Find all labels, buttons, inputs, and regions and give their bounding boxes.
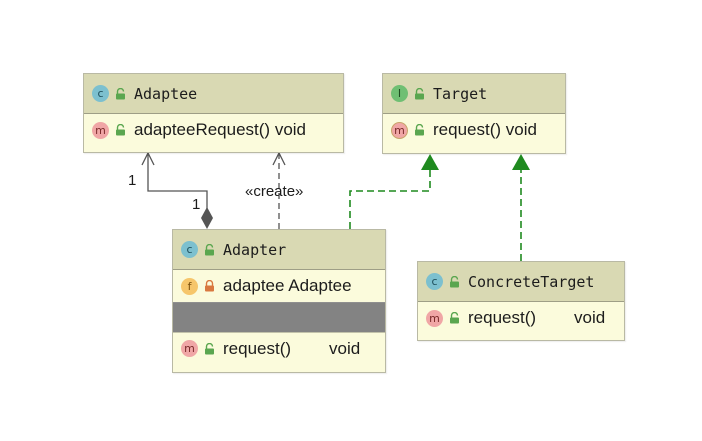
class-header: c Adaptee <box>84 74 343 114</box>
class-box-adaptee[interactable]: c Adaptee m adapteeRequest() void <box>83 73 344 153</box>
method-row: m adapteeRequest() void <box>84 114 343 146</box>
composition-edge <box>147 153 208 212</box>
class-name: ConcreteTarget <box>468 272 595 291</box>
class-name: Target <box>433 84 488 103</box>
realization-arrowhead-concrete <box>512 154 530 170</box>
public-visibility-icon <box>415 87 424 99</box>
composition-diamond <box>201 207 213 229</box>
public-visibility-icon <box>116 124 125 136</box>
method-name: request() <box>223 338 292 358</box>
method-row: m request() void <box>418 302 624 334</box>
multiplicity-label-adaptee-end: 1 <box>128 172 137 189</box>
public-visibility-icon <box>205 243 214 255</box>
public-visibility-icon <box>116 87 125 99</box>
class-kind-icon: c <box>426 273 443 290</box>
method-signature: adapteeRequest() void <box>134 120 307 139</box>
public-visibility-icon <box>205 342 214 354</box>
method-kind-icon: m <box>181 340 198 357</box>
multiplicity-label-adapter-end: 1 <box>192 196 201 213</box>
method-row: m request() void <box>383 114 565 146</box>
realization-arrowhead-adapter <box>421 154 439 170</box>
class-box-concrete-target[interactable]: c ConcreteTarget m request() void <box>417 261 625 341</box>
method-row: m request() void <box>173 332 385 364</box>
public-visibility-icon <box>415 124 424 136</box>
class-header: c Adapter <box>173 230 385 270</box>
method-signature: request() void <box>433 120 537 139</box>
method-kind-icon: m <box>426 309 443 327</box>
class-header: c ConcreteTarget <box>418 262 624 302</box>
composition-arrowhead <box>141 151 155 166</box>
interface-box-target[interactable]: I Target m request() void <box>382 73 566 154</box>
method-return-type: void <box>329 338 361 358</box>
interface-kind-icon: I <box>391 85 408 102</box>
dependency-arrowhead <box>272 151 286 166</box>
class-kind-icon: c <box>92 85 109 102</box>
method-name: request() <box>468 308 537 327</box>
private-visibility-lock-icon <box>205 280 214 292</box>
class-header: I Target <box>383 74 565 114</box>
class-box-adapter[interactable]: c Adapter f adaptee Adaptee m request() … <box>172 229 386 373</box>
field-kind-icon: f <box>181 277 198 295</box>
realization-edge-adapter <box>349 170 431 229</box>
empty-compartment <box>173 302 385 332</box>
class-name: Adapter <box>223 240 287 259</box>
field-signature: adaptee Adaptee <box>223 276 352 295</box>
public-visibility-icon <box>450 312 459 324</box>
method-return-type: void <box>574 308 606 327</box>
dependency-stereotype-label: «create» <box>245 183 304 200</box>
public-visibility-icon <box>450 275 459 287</box>
class-name: Adaptee <box>134 84 198 103</box>
abstract-method-kind-icon: m <box>391 121 408 139</box>
method-kind-icon: m <box>92 121 109 139</box>
class-kind-icon: c <box>181 241 198 258</box>
field-row: f adaptee Adaptee <box>173 270 385 302</box>
